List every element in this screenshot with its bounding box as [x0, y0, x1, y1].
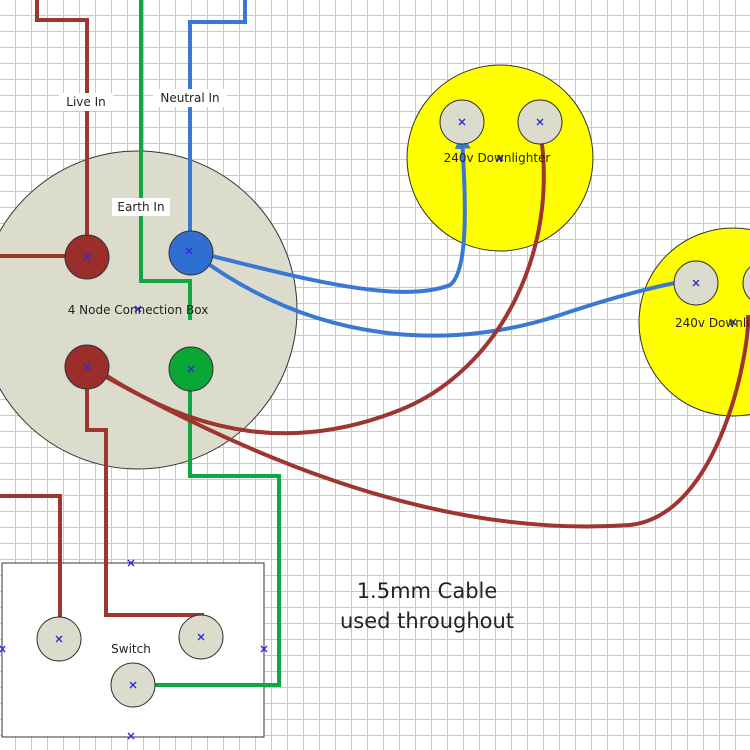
neutral-wire-downlighter-1 [195, 132, 471, 294]
live-wire-downlighter-1 [93, 126, 550, 436]
connection-box-label: 4 Node Connection Box [68, 303, 209, 317]
earth-wire-in [139, 0, 192, 320]
downlighter-2-label: 240v Downlighter [675, 316, 750, 330]
neutral-in-label: Neutral In [160, 91, 219, 105]
downlighter-2-terminal-live[interactable] [742, 261, 750, 305]
live-wire-downlighter-2 [96, 314, 750, 529]
live-wire-switched [0, 494, 68, 636]
neutral-wire-downlighter-2 [194, 253, 696, 338]
neutral-wire-in [188, 0, 247, 250]
earth-in-label: Earth In [117, 200, 164, 214]
cable-note-line-1: 1.5mm Cable [357, 579, 498, 603]
cable-note-line-2: used throughout [340, 609, 514, 633]
live-wire-in [0, 0, 89, 258]
switch-label: Switch [111, 642, 151, 656]
downlighter-2 [638, 227, 750, 417]
live-in-label: Live In [66, 95, 105, 109]
downlighter-1-label: 240v Downlighter [444, 151, 551, 165]
connection-markers [0, 118, 737, 740]
earth-wire-switch [135, 370, 281, 687]
